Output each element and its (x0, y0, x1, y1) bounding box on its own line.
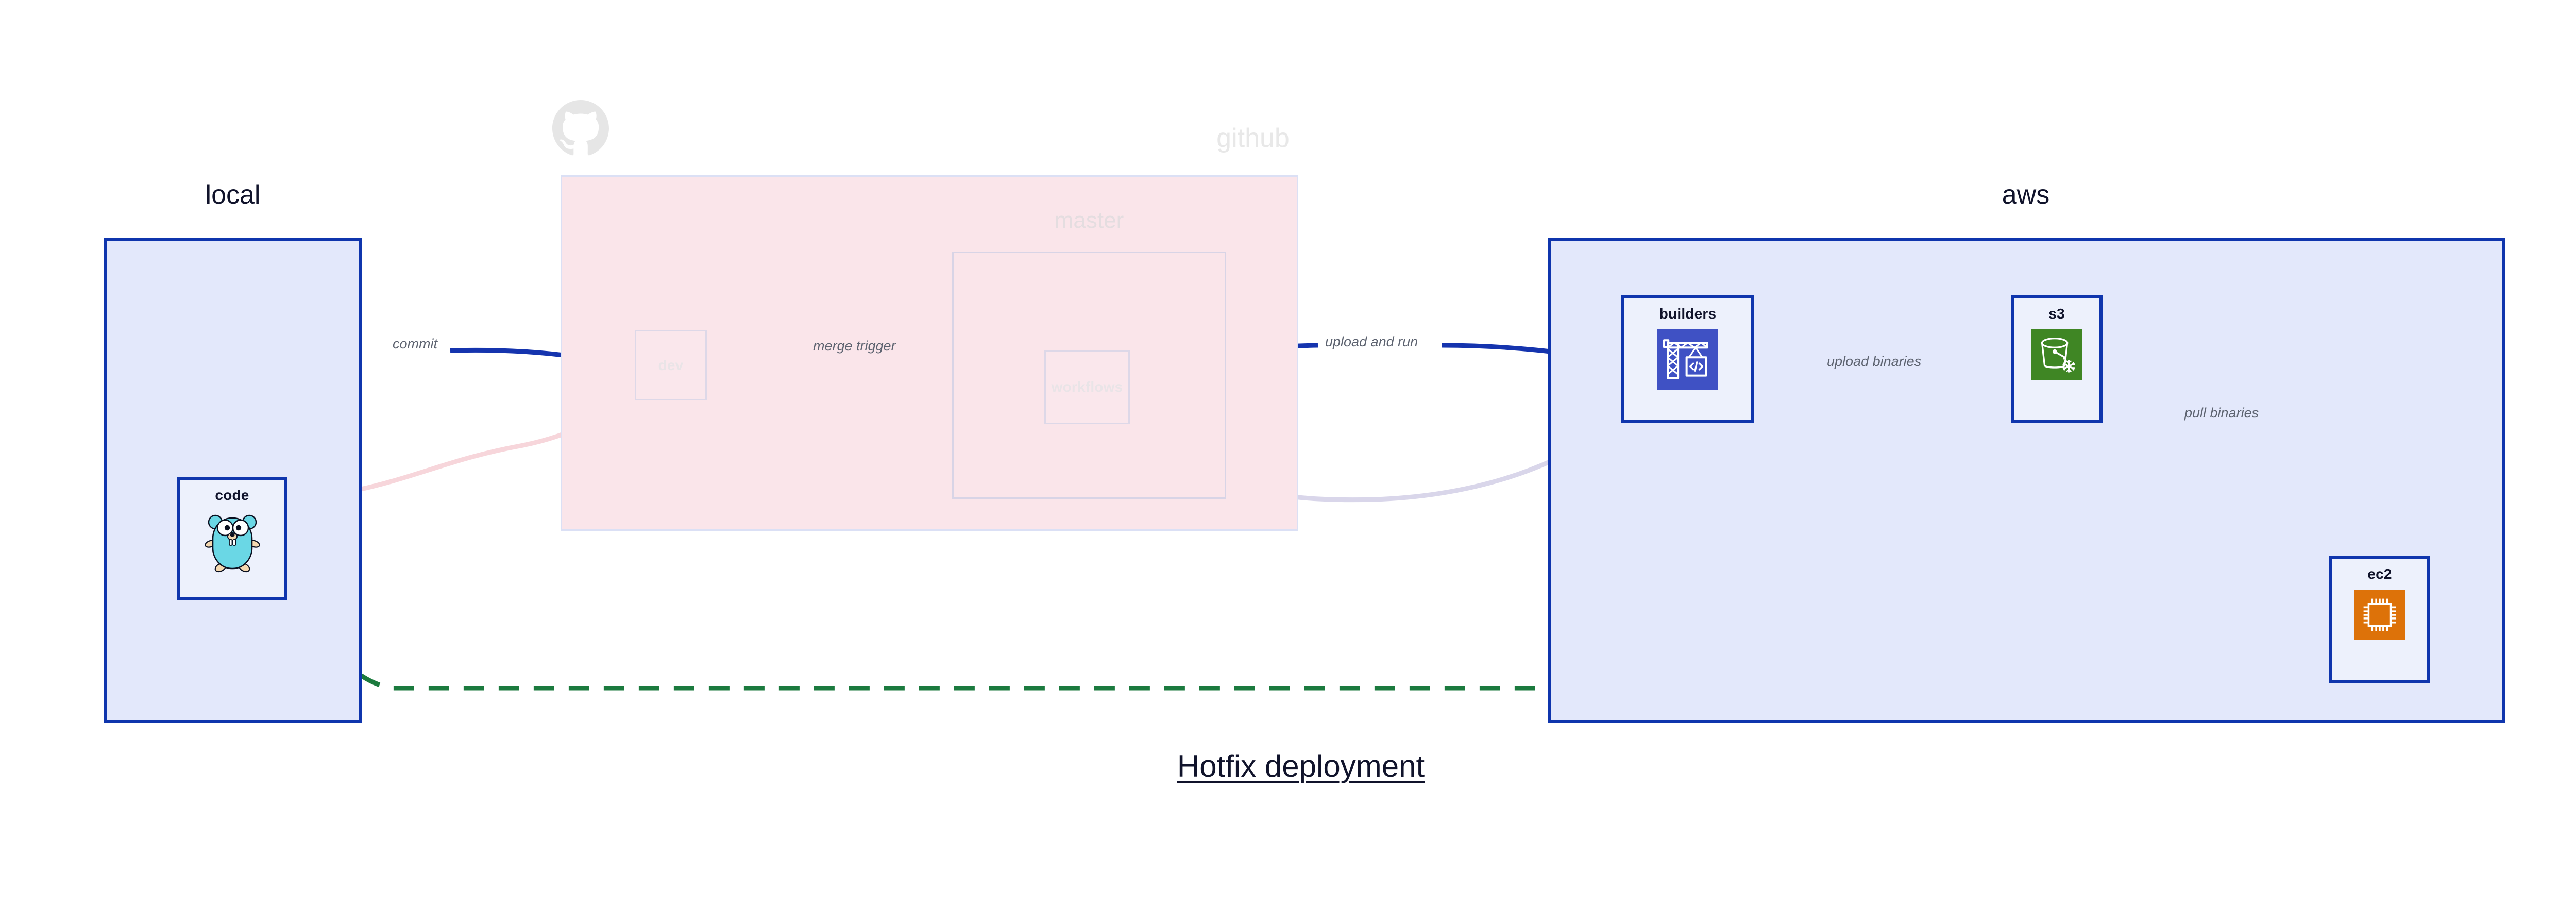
edge-label-pull-binaries: pull binaries (2184, 405, 2259, 421)
node-label-ec2: ec2 (2367, 566, 2392, 582)
edge-label-upload-binaries: upload binaries (1827, 354, 1922, 369)
node-label-code: code (215, 487, 249, 503)
group-title-github: github (1216, 123, 1290, 153)
group-title-local: local (205, 180, 261, 210)
aws-codebuild-crane-icon (1657, 329, 1718, 390)
subgroup-master[interactable] (952, 252, 1226, 499)
group-github[interactable] (561, 175, 1298, 531)
node-label-s3: s3 (2048, 306, 2065, 322)
group-title-aws: aws (2002, 180, 2050, 210)
edge-label-merge-trigger: merge trigger (813, 338, 896, 354)
node-label-dev: dev (658, 357, 684, 373)
node-builders[interactable]: builders (1621, 295, 1754, 423)
node-code[interactable]: code (177, 477, 287, 600)
aws-s3-glacier-bucket-icon (2031, 329, 2082, 380)
diagram-title: Hotfix deployment (1177, 749, 1425, 783)
node-workflows[interactable]: workflows (1044, 350, 1130, 424)
edge-label-upload-and-run: upload and run (1325, 334, 1418, 349)
github-octocat-icon (552, 100, 609, 157)
edge-label-commit: commit (393, 336, 437, 352)
node-label-workflows: workflows (1051, 379, 1123, 395)
subgroup-title-master: master (1054, 208, 1124, 233)
node-dev[interactable]: dev (635, 330, 707, 400)
node-s3[interactable]: s3 (2011, 295, 2103, 423)
node-ec2[interactable]: ec2 (2329, 556, 2430, 683)
node-label-builders: builders (1659, 306, 1717, 322)
aws-ec2-chip-icon (2354, 590, 2405, 640)
go-gopher-icon (204, 511, 261, 573)
